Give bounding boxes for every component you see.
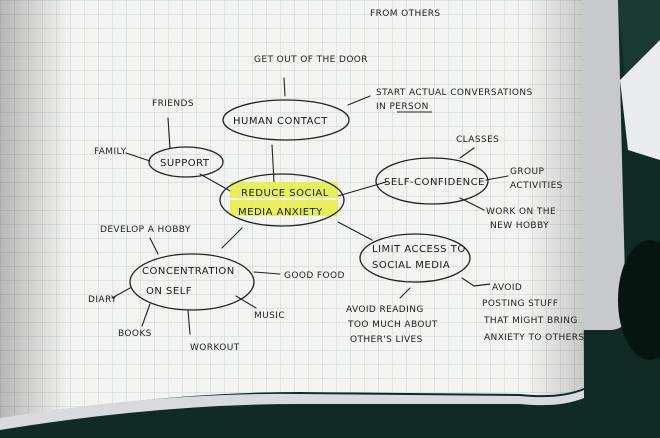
- leaf-work-hobby-line-1: WORK ON THE: [486, 207, 556, 217]
- leaf-books: BOOKS: [118, 329, 152, 339]
- leaf-workout: WORKOUT: [190, 343, 240, 353]
- leaf-avoid-posting-line-3: THAT MIGHT BRING: [483, 316, 578, 326]
- node-limit-access-line-2: SOCIAL MEDIA: [372, 260, 450, 271]
- leaf-avoid-posting-line-2: POSTING STUFF: [482, 299, 558, 309]
- leaf-music: MUSIC: [254, 311, 285, 321]
- node-human-contact: HUMAN CONTACT: [233, 116, 328, 127]
- node-concentration-line-2: ON SELF: [146, 286, 192, 297]
- center-node-line-2: MEDIA ANXIETY: [238, 207, 323, 218]
- dark-object: [618, 240, 660, 360]
- support-outline: [148, 146, 224, 178]
- leaf-avoid-posting-line-1: AVOID: [492, 283, 522, 293]
- self-confidence-outline: [375, 157, 489, 205]
- leaf-work-hobby-line-2: NEW HOBBY: [490, 221, 549, 231]
- leaf-avoid-reading-line-2: TOO MUCH ABOUT: [347, 320, 438, 330]
- center-node-outline: [219, 173, 345, 227]
- leaf-start-conv-line-2: IN PERSON: [376, 102, 429, 112]
- node-support: SUPPORT: [160, 158, 210, 169]
- leaf-start-conv-line-1: START ACTUAL CONVERSATIONS: [376, 88, 533, 98]
- highlight-mark: [230, 182, 338, 198]
- leaf-friends: FRIENDS: [152, 99, 194, 109]
- leaf-develop-hobby: DEVELOP A HOBBY: [100, 225, 191, 235]
- paper-sheet: [620, 40, 660, 160]
- leaf-group-line-1: GROUP: [510, 167, 544, 177]
- leaf-good-food: GOOD FOOD: [284, 271, 345, 281]
- leaf-group-line-2: ACTIVITIES: [510, 181, 563, 191]
- concentration-outline: [129, 253, 255, 311]
- connector-lines: [111, 77, 509, 335]
- node-limit-access-line-1: LIMIT ACCESS TO: [372, 244, 466, 255]
- leaf-avoid-posting-line-4: ANXIETY TO OTHERS: [484, 333, 585, 343]
- leaf-avoid-reading-line-1: AVOID READING: [346, 305, 424, 315]
- leaf-classes: CLASSES: [456, 135, 499, 145]
- header-text: FROM OTHERS: [370, 9, 441, 19]
- page-stack-edge: [0, 390, 584, 430]
- leaf-family: FAMILY: [94, 147, 127, 157]
- leaf-get-out: GET OUT OF THE DOOR: [254, 55, 368, 65]
- human-contact-outline: [222, 99, 350, 141]
- leaf-diary: DIARY: [88, 295, 117, 305]
- limit-access-outline: [359, 233, 471, 283]
- leaf-avoid-reading-line-3: OTHER'S LIVES: [350, 335, 423, 345]
- node-concentration-line-1: CONCENTRATION: [142, 266, 235, 277]
- strike-mark: [473, 283, 491, 287]
- center-node-line-1: REDUCE SOCIAL: [241, 188, 329, 199]
- node-self-confidence: SELF-CONFIDENCE: [384, 177, 485, 188]
